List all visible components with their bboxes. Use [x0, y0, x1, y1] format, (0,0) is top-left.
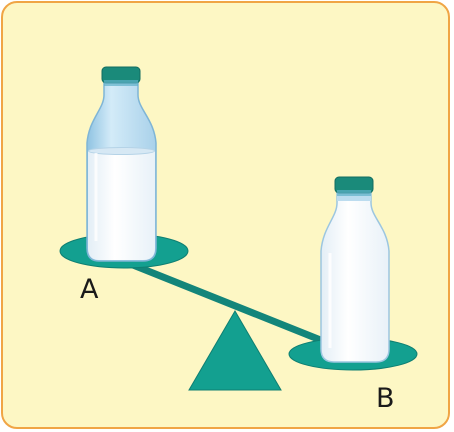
pan-b-label: B	[376, 385, 395, 412]
bottle-b	[321, 177, 389, 362]
illustration-card: A B	[1, 1, 450, 429]
fulcrum-triangle	[189, 311, 281, 390]
pan-a-label: A	[80, 276, 98, 303]
bottle-a	[87, 67, 156, 261]
balance-scene	[3, 3, 450, 429]
